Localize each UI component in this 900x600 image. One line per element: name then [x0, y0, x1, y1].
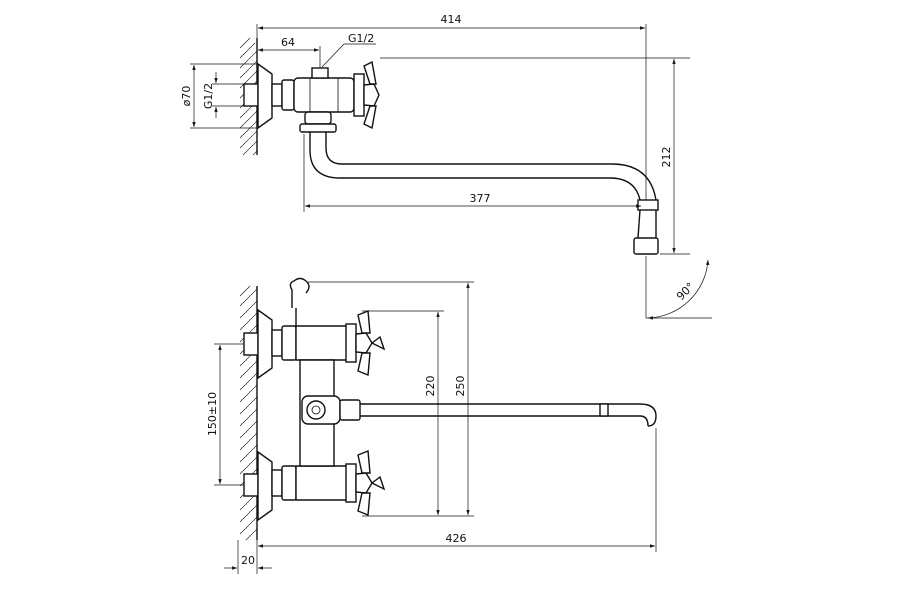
top-spout-tip [637, 199, 659, 211]
top-spout-inner [325, 132, 657, 201]
front-lower-eccentric [271, 469, 283, 497]
dim-426-label: 426 [446, 532, 467, 545]
dim-377-label: 377 [470, 192, 491, 205]
front-upper-nut [281, 325, 297, 361]
front-wall-hatch [239, 285, 258, 541]
front-upper-body [295, 325, 350, 361]
top-inlet-pipe [243, 83, 259, 107]
dim-212-label: 212 [660, 147, 673, 168]
inlet-thread-label: G1/2 [348, 32, 374, 45]
top-view: 414 64 G1/2 ø70 G1/2 212 377 90° [180, 13, 712, 320]
top-handle-arm-up [363, 60, 377, 85]
front-view: 150±10 220 250 426 20 [206, 277, 657, 574]
angle-90-label: 90° [674, 280, 697, 303]
front-upper-handle-tip [370, 335, 386, 351]
front-lower-inlet [243, 473, 259, 497]
top-nut [281, 79, 295, 111]
top-handle-arm-down [363, 105, 377, 130]
front-upper-handle-arm-down [357, 352, 371, 376]
front-lower-handle-hub [355, 472, 373, 494]
front-lower-nut [281, 465, 297, 501]
top-eccentric [271, 83, 283, 107]
front-upper-inlet [243, 332, 259, 356]
front-upper-flange [257, 308, 273, 380]
top-body [293, 77, 355, 113]
flange-diameter-label: ø70 [180, 86, 193, 107]
top-valve-head [353, 73, 365, 117]
front-spout-joint [599, 403, 609, 417]
top-flange [257, 62, 273, 130]
top-spout-outer [309, 132, 641, 201]
top-inlet-boss [311, 67, 329, 79]
front-diverter-knob [306, 400, 326, 420]
front-spout-nut [339, 399, 361, 421]
front-upper-handle-arm-up [357, 310, 371, 334]
front-lower-handle-arm-down [357, 492, 371, 516]
flange-thread-label: G1/2 [202, 83, 215, 109]
front-lower-flange [257, 450, 273, 522]
front-lower-handle-arm-up [357, 450, 371, 474]
top-spout-collar [299, 123, 337, 133]
front-lower-handle-tip [370, 475, 386, 491]
dim-150-label: 150±10 [206, 392, 219, 436]
shower-holder-hook [289, 277, 310, 308]
dim-220-label: 220 [424, 376, 437, 397]
dim-414-label: 414 [441, 13, 462, 26]
top-spout-nut [304, 111, 332, 125]
top-aerator [633, 237, 659, 255]
top-handle-hub [363, 83, 380, 107]
front-spout-tube [360, 403, 657, 427]
dim-64-label: 64 [281, 36, 295, 49]
front-lower-body [295, 465, 350, 501]
dim-20-label: 20 [241, 554, 255, 567]
front-upper-handle-hub [355, 332, 373, 354]
front-upper-valve [345, 323, 357, 363]
front-lower-valve [345, 463, 357, 503]
dim-250-label: 250 [454, 376, 467, 397]
front-upper-eccentric [271, 329, 283, 357]
